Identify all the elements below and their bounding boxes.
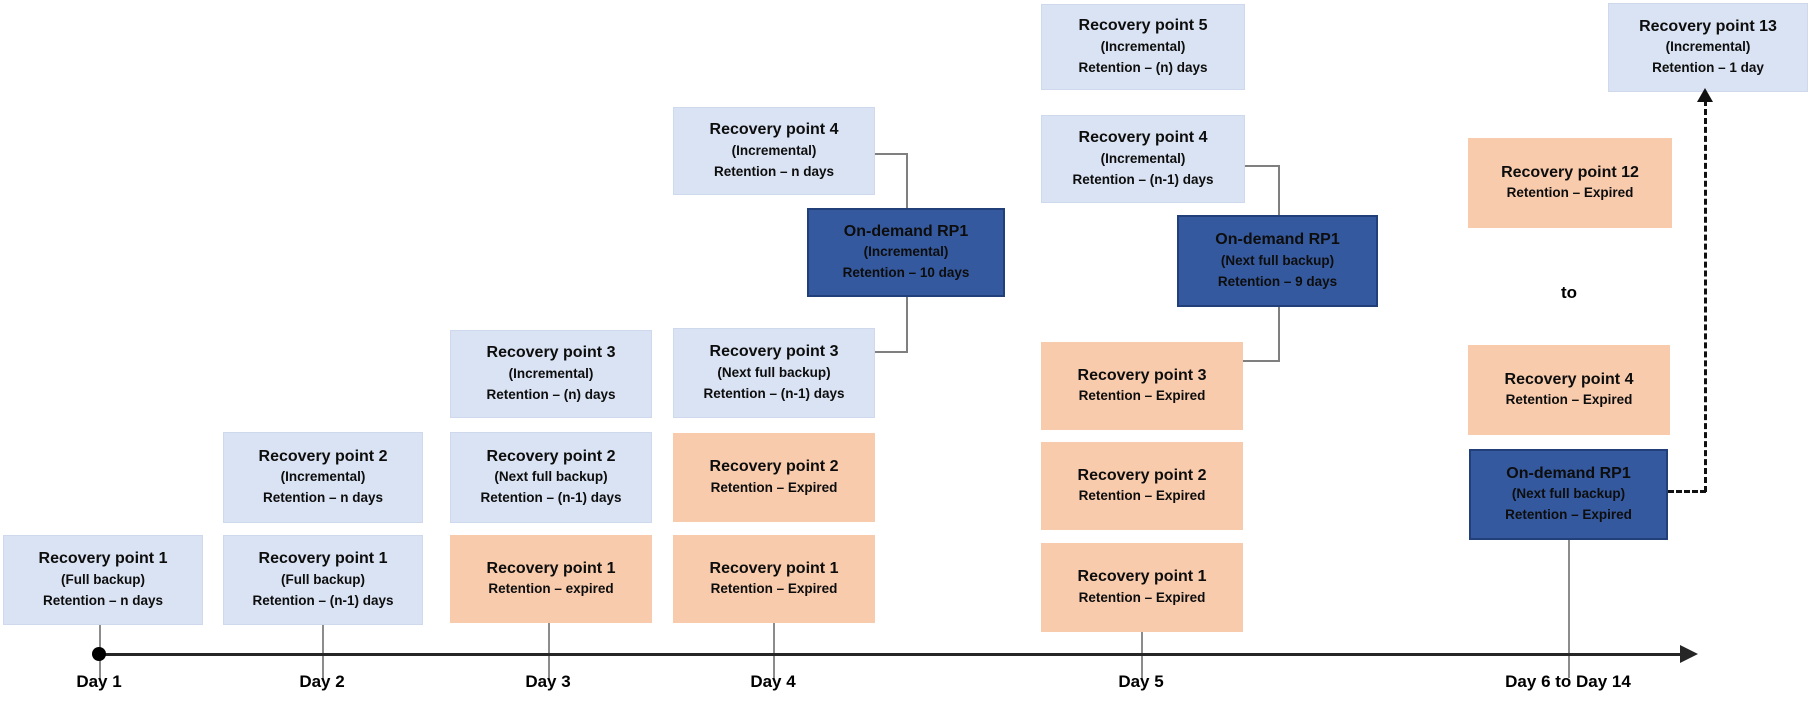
recovery-point-box-day3-rp1-expired: Recovery point 1 Retention – expired bbox=[450, 535, 652, 623]
timeline-axis bbox=[97, 653, 1683, 656]
box-retention: Retention – Expired bbox=[1505, 507, 1632, 523]
recovery-point-box-day3-rp2: Recovery point 2 (Next full backup) Rete… bbox=[450, 432, 652, 523]
box-subtitle: (Incremental) bbox=[1100, 150, 1186, 166]
box-retention: Retention – (n) days bbox=[486, 386, 616, 402]
timeline-origin-dot bbox=[92, 647, 106, 661]
box-title: Recovery point 1 bbox=[38, 550, 168, 568]
box-retention: Retention – n days bbox=[262, 490, 384, 506]
day-label-4: Day 4 bbox=[750, 672, 796, 691]
recovery-point-box-day6-rp13: Recovery point 13 (Incremental) Retentio… bbox=[1608, 3, 1808, 92]
connector-day5-top bbox=[1245, 165, 1280, 167]
box-title: Recovery point 4 bbox=[1078, 129, 1208, 147]
box-title: Recovery point 2 bbox=[709, 458, 839, 476]
recovery-point-box-day2-rp2: Recovery point 2 (Incremental) Retention… bbox=[223, 432, 423, 523]
box-title: On-demand RP1 bbox=[1215, 231, 1340, 249]
box-subtitle: (Full backup) bbox=[281, 571, 365, 587]
box-subtitle: (Next full backup) bbox=[494, 469, 608, 485]
day-label-2: Day 2 bbox=[299, 672, 345, 691]
box-title: Recovery point 1 bbox=[258, 550, 388, 568]
tick-day2 bbox=[322, 625, 324, 678]
box-title: Recovery point 1 bbox=[709, 559, 839, 577]
recovery-point-box-day5-rp1-expired: Recovery point 1 Retention – Expired bbox=[1041, 543, 1243, 632]
recovery-point-box-day4-rp4: Recovery point 4 (Incremental) Retention… bbox=[673, 107, 875, 195]
on-demand-rp-box-day4: On-demand RP1 (Incremental) Retention – … bbox=[807, 208, 1005, 297]
box-retention: Retention – 9 days bbox=[1217, 273, 1338, 289]
box-retention: Retention – (n-1) days bbox=[252, 592, 394, 608]
box-subtitle: (Incremental) bbox=[863, 244, 949, 260]
box-retention: Retention – 1 day bbox=[1652, 60, 1764, 76]
day-label-1: Day 1 bbox=[76, 672, 122, 691]
recovery-point-box-day6-rp12-expired: Recovery point 12 Retention – Expired bbox=[1468, 138, 1672, 228]
box-subtitle: (Incremental) bbox=[1665, 39, 1751, 55]
box-retention: Retention – Expired bbox=[1506, 185, 1634, 201]
box-title: Recovery point 3 bbox=[709, 343, 839, 361]
box-subtitle: (Incremental) bbox=[280, 469, 366, 485]
to-label: to bbox=[1560, 283, 1578, 302]
recovery-point-box-day5-rp4: Recovery point 4 (Incremental) Retention… bbox=[1041, 115, 1245, 203]
box-subtitle: (Next full backup) bbox=[1511, 486, 1626, 502]
box-retention: Retention – 10 days bbox=[842, 265, 970, 281]
box-title: Recovery point 1 bbox=[486, 559, 616, 577]
box-title: Recovery point 2 bbox=[486, 447, 616, 465]
recovery-point-box-day3-rp3: Recovery point 3 (Incremental) Retention… bbox=[450, 330, 652, 418]
day-label-5: Day 5 bbox=[1118, 672, 1164, 691]
recovery-point-box-day4-rp2-expired: Recovery point 2 Retention – Expired bbox=[673, 433, 875, 522]
on-demand-rp-box-day5: On-demand RP1 (Next full backup) Retenti… bbox=[1177, 215, 1378, 307]
dashed-connector-vertical bbox=[1704, 100, 1707, 492]
box-subtitle: (Incremental) bbox=[508, 365, 594, 381]
box-title: Recovery point 2 bbox=[258, 447, 388, 465]
box-title: Recovery point 3 bbox=[486, 344, 616, 362]
box-retention: Retention – Expired bbox=[710, 581, 838, 597]
box-title: Recovery point 5 bbox=[1078, 17, 1208, 35]
day-label-3: Day 3 bbox=[525, 672, 571, 691]
box-retention: Retention – Expired bbox=[710, 479, 838, 495]
connector-day4-bottom bbox=[875, 351, 908, 353]
recovery-point-box-day2-rp1: Recovery point 1 (Full backup) Retention… bbox=[223, 535, 423, 625]
box-retention: Retention – Expired bbox=[1078, 388, 1206, 404]
box-retention: Retention – (n-1) days bbox=[480, 490, 622, 506]
recovery-point-box-day4-rp1-expired: Recovery point 1 Retention – Expired bbox=[673, 535, 875, 623]
box-retention: Retention – Expired bbox=[1078, 488, 1206, 504]
recovery-point-box-day6-rp4-expired: Recovery point 4 Retention – Expired bbox=[1468, 345, 1670, 435]
on-demand-rp-box-day6: On-demand RP1 (Next full backup) Retenti… bbox=[1469, 449, 1668, 540]
connector-day4-top bbox=[875, 153, 908, 155]
dashed-connector-horizontal bbox=[1668, 490, 1706, 493]
box-retention: Retention – n days bbox=[713, 163, 835, 179]
box-subtitle: (Next full backup) bbox=[1220, 252, 1335, 268]
dashed-arrow-up-icon bbox=[1697, 88, 1713, 102]
day-label-6-14: Day 6 to Day 14 bbox=[1505, 672, 1631, 691]
tick-day6 bbox=[1568, 540, 1570, 678]
box-retention: Retention – expired bbox=[488, 581, 614, 597]
box-retention: Retention – (n-1) days bbox=[703, 385, 845, 401]
box-title: Recovery point 3 bbox=[1077, 366, 1207, 384]
box-retention: Retention – n days bbox=[42, 592, 164, 608]
timeline-arrowhead-icon bbox=[1680, 645, 1698, 663]
box-title: Recovery point 1 bbox=[1077, 568, 1207, 586]
box-title: Recovery point 4 bbox=[1504, 370, 1634, 388]
box-retention: Retention – (n) days bbox=[1078, 59, 1208, 75]
tick-day4 bbox=[773, 623, 775, 678]
recovery-point-box-day5-rp2-expired: Recovery point 2 Retention – Expired bbox=[1041, 442, 1243, 530]
recovery-point-box-day4-rp3: Recovery point 3 (Next full backup) Rete… bbox=[673, 328, 875, 418]
box-subtitle: (Next full backup) bbox=[717, 364, 831, 380]
box-title: On-demand RP1 bbox=[843, 222, 969, 240]
tick-day3 bbox=[548, 623, 550, 678]
box-retention: Retention – Expired bbox=[1505, 392, 1633, 408]
box-subtitle: (Full backup) bbox=[61, 571, 145, 587]
recovery-point-box-day5-rp3-expired: Recovery point 3 Retention – Expired bbox=[1041, 342, 1243, 430]
box-title: Recovery point 4 bbox=[709, 121, 839, 139]
box-subtitle: (Incremental) bbox=[731, 142, 817, 158]
box-subtitle: (Incremental) bbox=[1100, 38, 1186, 54]
box-retention: Retention – (n-1) days bbox=[1072, 171, 1214, 187]
recovery-point-box-day1-rp1: Recovery point 1 (Full backup) Retention… bbox=[3, 535, 203, 625]
box-retention: Retention – Expired bbox=[1078, 589, 1206, 605]
box-title: On-demand RP1 bbox=[1506, 464, 1631, 482]
box-title: Recovery point 13 bbox=[1639, 17, 1777, 35]
recovery-point-box-day5-rp5: Recovery point 5 (Incremental) Retention… bbox=[1041, 4, 1245, 90]
box-title: Recovery point 2 bbox=[1077, 466, 1207, 484]
box-title: Recovery point 12 bbox=[1501, 163, 1639, 181]
connector-day5-bottom bbox=[1242, 360, 1280, 362]
